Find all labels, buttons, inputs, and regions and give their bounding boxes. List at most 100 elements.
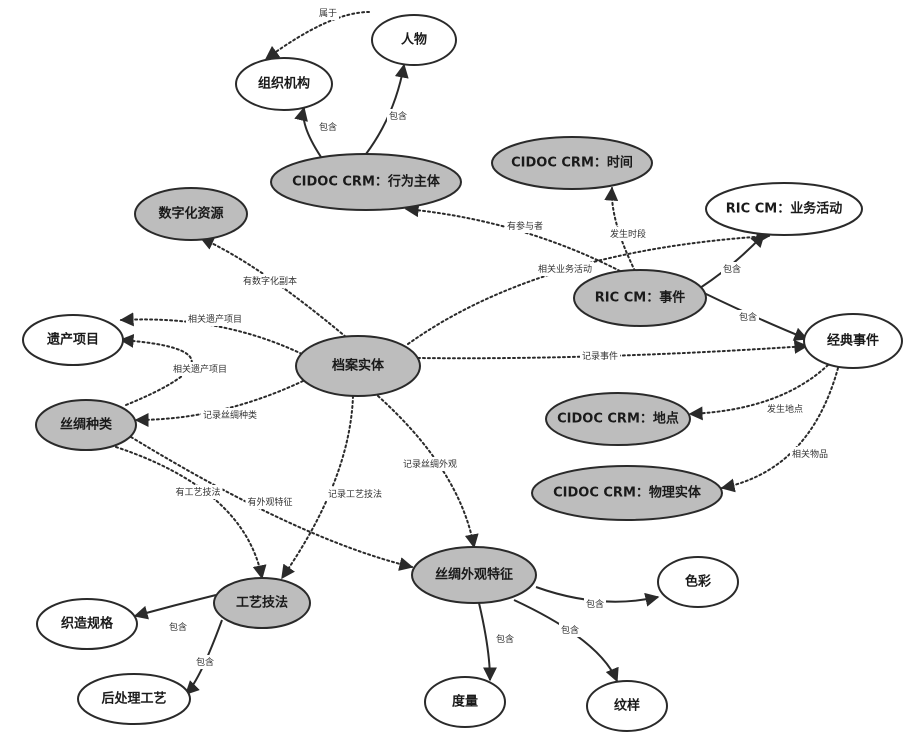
edge-label-group: 有参与者: [504, 219, 546, 233]
node-label: RIC CM：事件: [595, 290, 685, 306]
edge-label-group: 记录丝绸种类: [200, 408, 260, 422]
node-heritage: 遗产项目: [22, 314, 124, 366]
edge-label: 包含: [561, 624, 579, 636]
edge-label-background: [316, 120, 340, 134]
node-appearance: 丝绸外观特征: [411, 546, 537, 604]
node-ellipse: [803, 313, 903, 369]
edge-label-background: [720, 262, 744, 276]
edge-label-background: [504, 219, 546, 233]
node-ellipse: [35, 399, 137, 451]
edge-label-background: [789, 447, 831, 461]
node-ellipse: [424, 676, 506, 728]
edge-record-to-activity: [407, 229, 771, 345]
edge-record-to-appearance: [377, 395, 479, 549]
node-ellipse: [134, 187, 248, 241]
edge-label-background: [170, 362, 230, 376]
node-ellipse: [545, 392, 691, 446]
edge-label-background: [558, 623, 582, 637]
node-weaving: 织造规格: [36, 598, 138, 650]
edge-label-background: [607, 227, 649, 241]
edge-label-group: 记录工艺技法: [325, 487, 385, 501]
edge-classic-to-physical: [720, 367, 839, 493]
node-label: 人物: [401, 32, 427, 48]
edge-label-group: 有工艺技法: [173, 485, 223, 499]
node-label: 组织机构: [258, 76, 310, 92]
node-ellipse: [586, 680, 668, 732]
edge-label-background: [240, 274, 300, 288]
edge-label-group: 有数字化副本: [240, 274, 300, 288]
node-label: CIDOC CRM：物理实体: [553, 485, 702, 501]
node-physical: CIDOC CRM：物理实体: [531, 465, 723, 521]
node-ellipse: [491, 136, 653, 190]
edge-label: 有工艺技法: [175, 486, 220, 498]
node-ellipse: [371, 14, 457, 66]
edge-silktype-to-appearance: [130, 436, 414, 571]
edge-label: 有参与者: [507, 220, 543, 232]
node-measure: 度量: [424, 676, 506, 728]
node-activity: RIC CM：业务活动: [705, 182, 863, 236]
edge-label-group: 属于: [316, 7, 340, 20]
node-technique: 工艺技法: [213, 577, 311, 629]
edge-silktype-to-technique: [115, 446, 267, 580]
edge-label: 包含: [319, 121, 337, 133]
node-silktype: 丝绸种类: [35, 399, 137, 451]
edge-event-to-actor: [404, 203, 621, 272]
edge-label: 包含: [723, 263, 741, 275]
edge-label-background: [764, 402, 806, 416]
node-label: 丝绸外观特征: [435, 567, 513, 583]
node-ellipse: [77, 673, 191, 725]
edge-label-group: 包含: [583, 597, 607, 611]
node-digital: 数字化资源: [134, 187, 248, 241]
node-ellipse: [657, 556, 739, 608]
node-ellipse: [411, 546, 537, 604]
node-record: 档案实体: [295, 335, 421, 397]
edge-label: 包含: [169, 621, 187, 633]
edge-label-background: [583, 597, 607, 611]
edge-technique-to-weaving: [133, 594, 217, 620]
edge-label-background: [535, 262, 595, 276]
node-label: 工艺技法: [236, 595, 288, 611]
edge-label-group: 包含: [386, 109, 410, 123]
edge-label: 记录工艺技法: [328, 488, 382, 500]
edge-label-background: [386, 109, 410, 123]
node-ellipse: [705, 182, 863, 236]
edge-record-to-classic: [417, 339, 809, 360]
edge-label: 包含: [496, 633, 514, 645]
edge-event-to-time: [604, 186, 636, 272]
node-label: 数字化资源: [158, 206, 223, 222]
edge-label: 发生地点: [767, 403, 803, 415]
edge-label-background: [579, 349, 621, 363]
node-ellipse: [573, 269, 707, 327]
edge-label-group: 记录事件: [579, 349, 621, 363]
node-classic: 经典事件: [803, 313, 903, 369]
node-org: 组织机构: [235, 57, 333, 111]
edge-label-group: 相关遗产项目: [170, 362, 230, 376]
node-label: 丝绸种类: [60, 417, 113, 433]
edge-label: 包含: [739, 311, 757, 323]
node-time: CIDOC CRM：时间: [491, 136, 653, 190]
edge-label: 有数字化副本: [243, 275, 297, 287]
edge-label-group: 包含: [558, 623, 582, 637]
edge-label-group: 记录丝绸外观: [400, 457, 460, 471]
edge-label: 包含: [389, 110, 407, 122]
node-event: RIC CM：事件: [573, 269, 707, 327]
edge-label: 记录事件: [582, 350, 618, 362]
edge-label: 相关业务活动: [538, 263, 592, 275]
node-label: CIDOC CRM：行为主体: [292, 174, 441, 190]
edge-label-background: [400, 457, 460, 471]
node-label: 遗产项目: [46, 332, 99, 348]
node-label: 档案实体: [332, 358, 385, 374]
node-pattern: 纹样: [586, 680, 668, 732]
node-label: 织造规格: [61, 616, 114, 632]
node-label: CIDOC CRM：地点: [557, 411, 679, 427]
node-ellipse: [213, 577, 311, 629]
edge-label-group: 包含: [493, 632, 517, 646]
edge-label-group: 包含: [316, 120, 340, 134]
edge-actor-to-org: [294, 106, 322, 158]
edge-label: 属于: [319, 8, 337, 19]
edge-silktype-to-heritage: [119, 333, 193, 406]
node-postprocess: 后处理工艺: [77, 673, 191, 725]
edge-label: 记录丝绸种类: [203, 409, 257, 421]
edge-label-background: [493, 632, 517, 646]
